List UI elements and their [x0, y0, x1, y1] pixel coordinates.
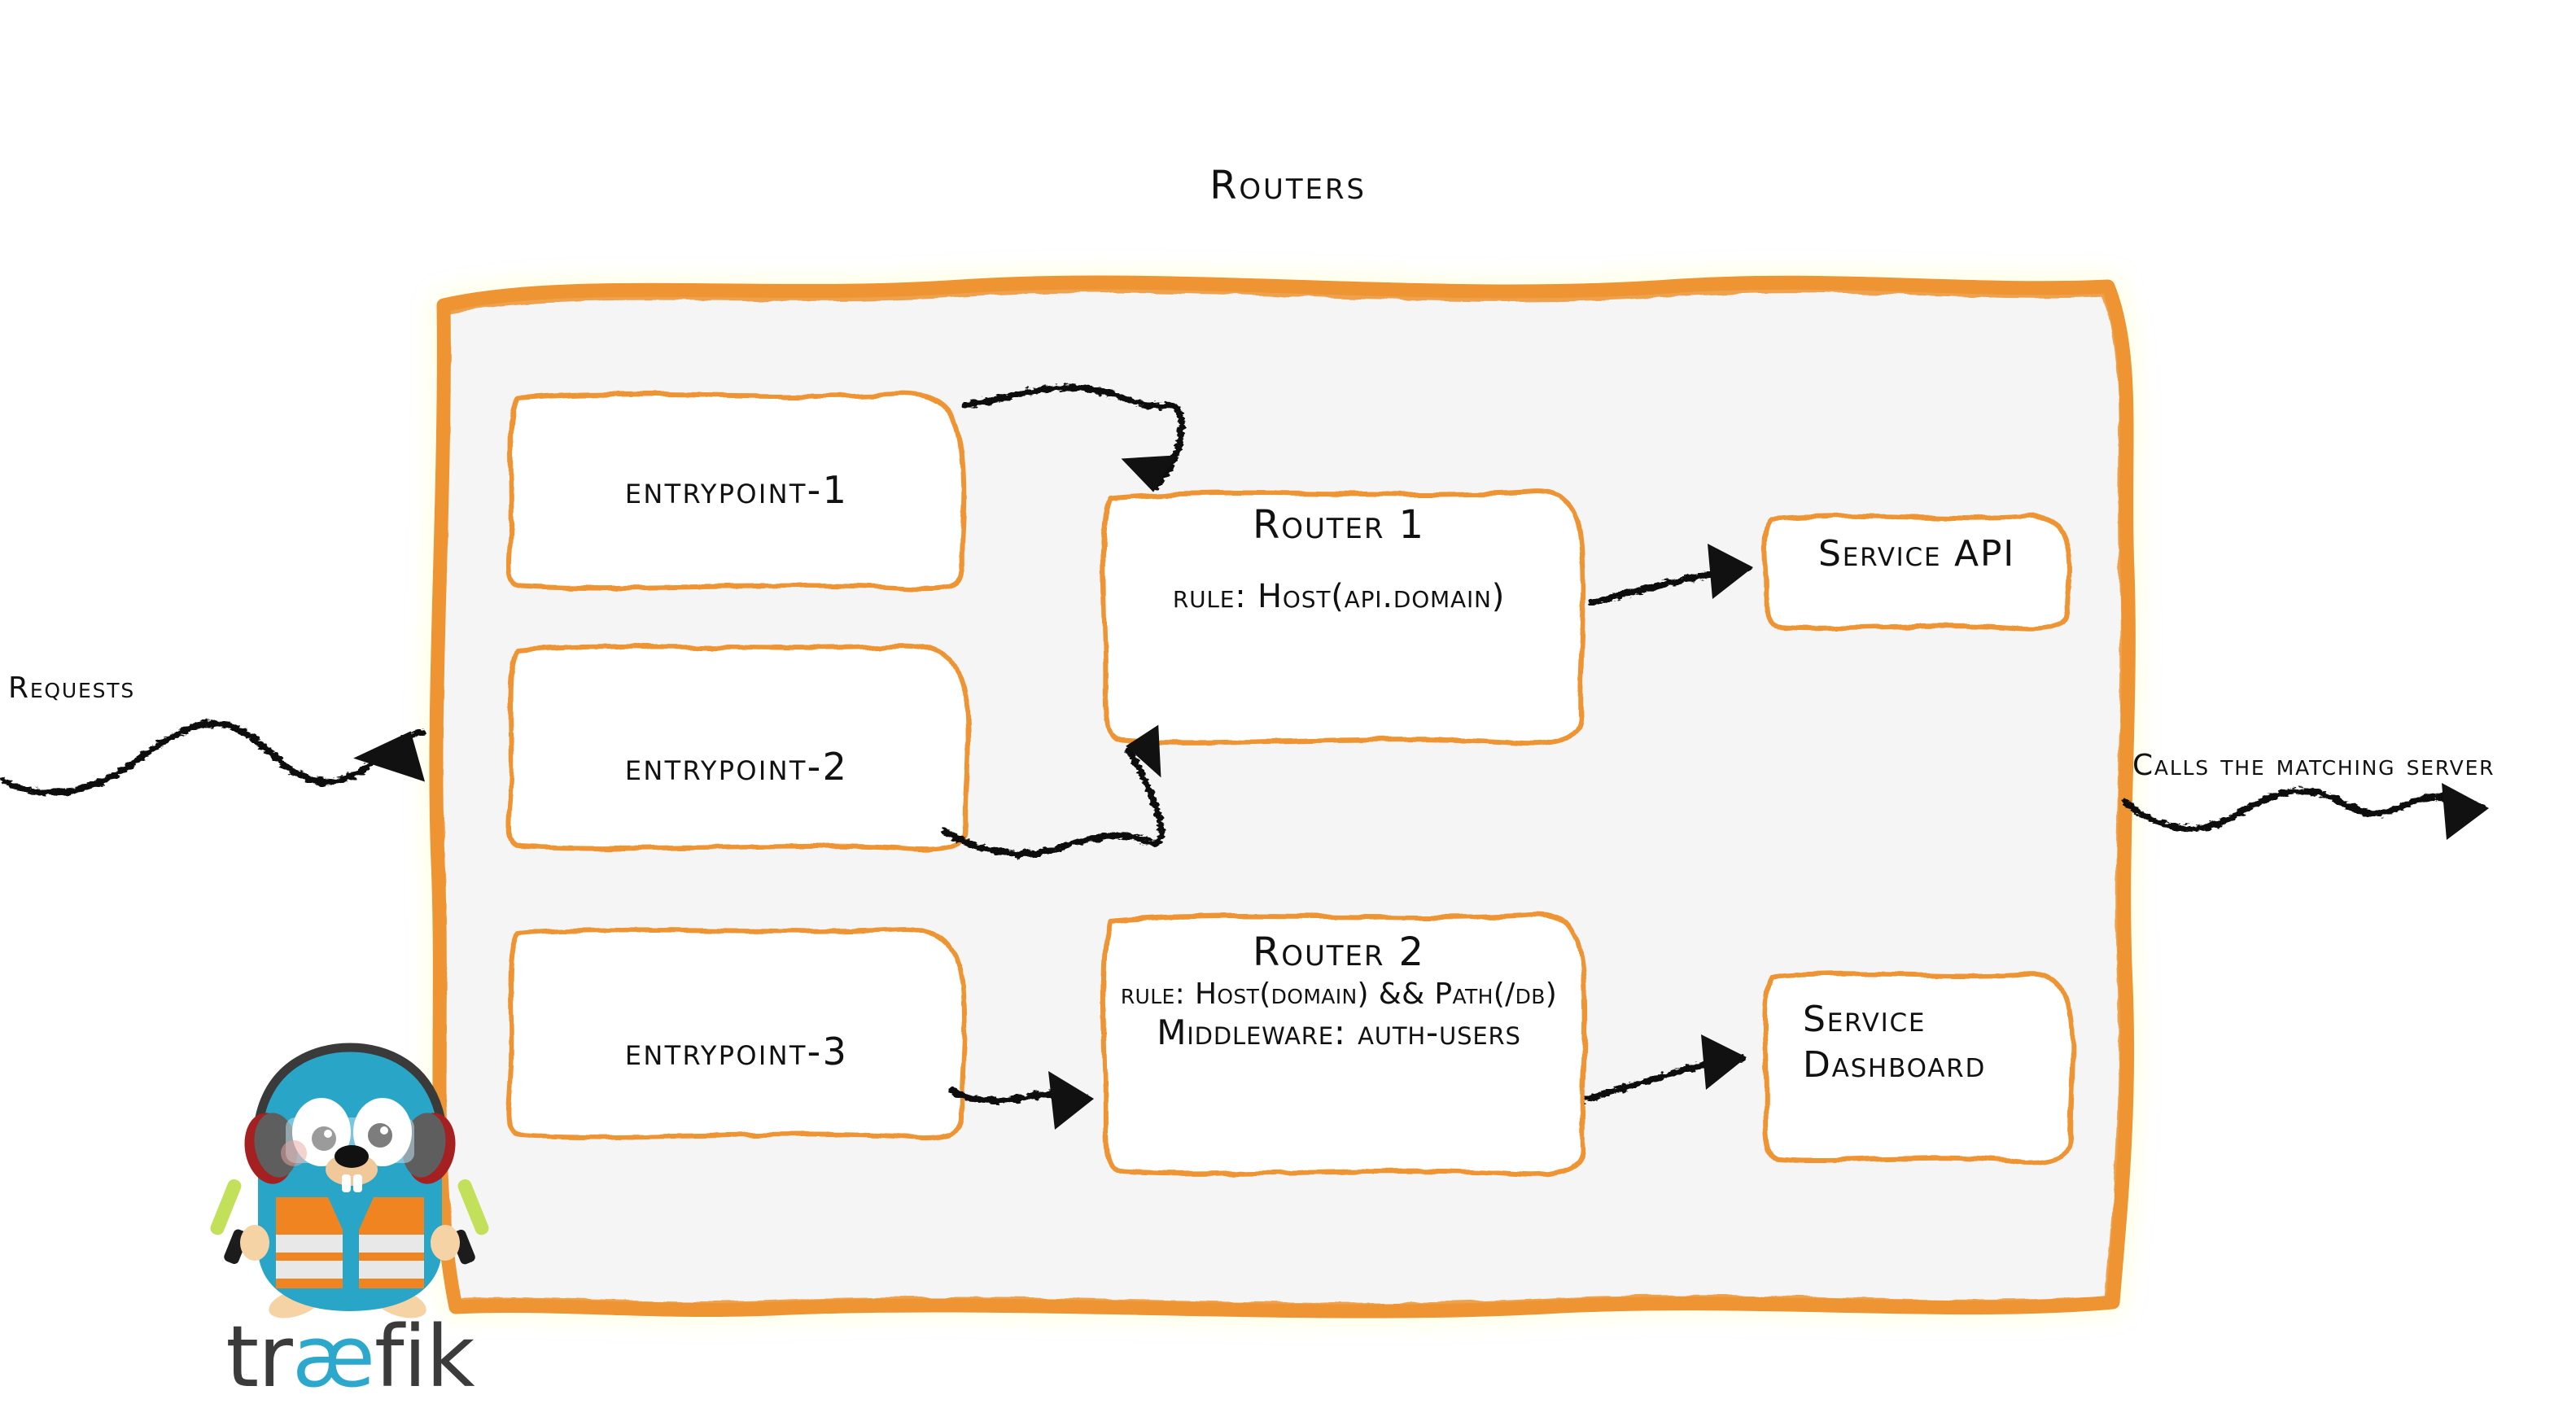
service-dashboard-label: Service Dashboard: [1803, 997, 2096, 1089]
gopher-pupil-left: [312, 1126, 336, 1151]
arrow-requests-in: [1, 720, 426, 796]
entrypoint-2-label: entrypoint-2: [624, 745, 849, 789]
service-dashboard-line-1: Service: [1803, 999, 1927, 1040]
gopher-hand-left: [240, 1225, 269, 1261]
calls-matching-server-label: Calls the matching server: [2132, 749, 2495, 782]
traefik-wordmark: træfik: [208, 1314, 492, 1399]
arrowhead-ep3-router2: [1048, 1071, 1094, 1130]
arrowhead-calls-out: [2442, 783, 2489, 840]
wordmark-ae-ligature: æ: [291, 1307, 375, 1406]
page-title: Routers: [1209, 163, 1367, 208]
arrow-calls-out: [2121, 787, 2486, 832]
gopher-tooth-left: [342, 1174, 351, 1192]
arrowhead-router2-dashboard: [1701, 1034, 1747, 1090]
routers-panel: [429, 275, 2136, 1318]
gopher-headphone-band: [255, 1043, 445, 1122]
gopher-nose: [335, 1145, 369, 1168]
gopher-stripe-4: [359, 1261, 424, 1279]
gopher-hand-right: [431, 1225, 460, 1261]
gopher-tooth-right: [353, 1174, 362, 1192]
wordmark-part-1: tr: [225, 1307, 293, 1406]
arrow-ep2-to-router1: [941, 747, 1165, 858]
requests-label: Requests: [8, 671, 135, 705]
arrowhead-requests: [353, 731, 426, 782]
arrow-router2-to-servicedashboard: [1584, 1055, 1745, 1102]
router-2-rule: rule: Host(domain) && Path(/db): [1120, 977, 1558, 1012]
router-2-title: Router 2: [1252, 929, 1426, 975]
service-api-label: Service API: [1818, 533, 2015, 575]
entrypoint-3-label: entrypoint-3: [624, 1030, 849, 1073]
arrowhead-ep2-router1: [1126, 724, 1161, 778]
gopher-stripe-3: [276, 1261, 343, 1279]
traefik-gopher-icon: [210, 1043, 489, 1318]
arrow-router1-to-serviceapi: [1588, 565, 1752, 606]
wordmark-part-2: fik: [374, 1307, 475, 1406]
router-1-title: Router 1: [1252, 502, 1426, 548]
router-1-rule: rule: Host(api.domain): [1172, 578, 1506, 616]
service-dashboard-line-2: Dashboard: [1803, 1044, 1987, 1087]
gopher-stripe-1: [276, 1235, 343, 1253]
router-1-content: Router 1 rule: Host(api.domain): [1107, 505, 1571, 614]
entrypoint-1-label: entrypoint-1: [624, 468, 849, 512]
gopher-cheek-left: [281, 1140, 307, 1166]
arrow-ep3-to-router2: [949, 1087, 1092, 1104]
arrowhead-ep1-router1: [1121, 455, 1177, 492]
arrowhead-router1-serviceapi: [1708, 544, 1753, 599]
router-2-middleware: Middleware: auth-users: [1157, 1012, 1521, 1053]
arrow-ep1-to-router1: [961, 384, 1185, 490]
gopher-pupil-right: [368, 1123, 392, 1148]
traefik-logo: træfik: [208, 1030, 492, 1408]
router-2-content: Router 2 rule: Host(domain) && Path(/db)…: [1107, 932, 1571, 1051]
gopher-stripe-2: [359, 1235, 424, 1253]
